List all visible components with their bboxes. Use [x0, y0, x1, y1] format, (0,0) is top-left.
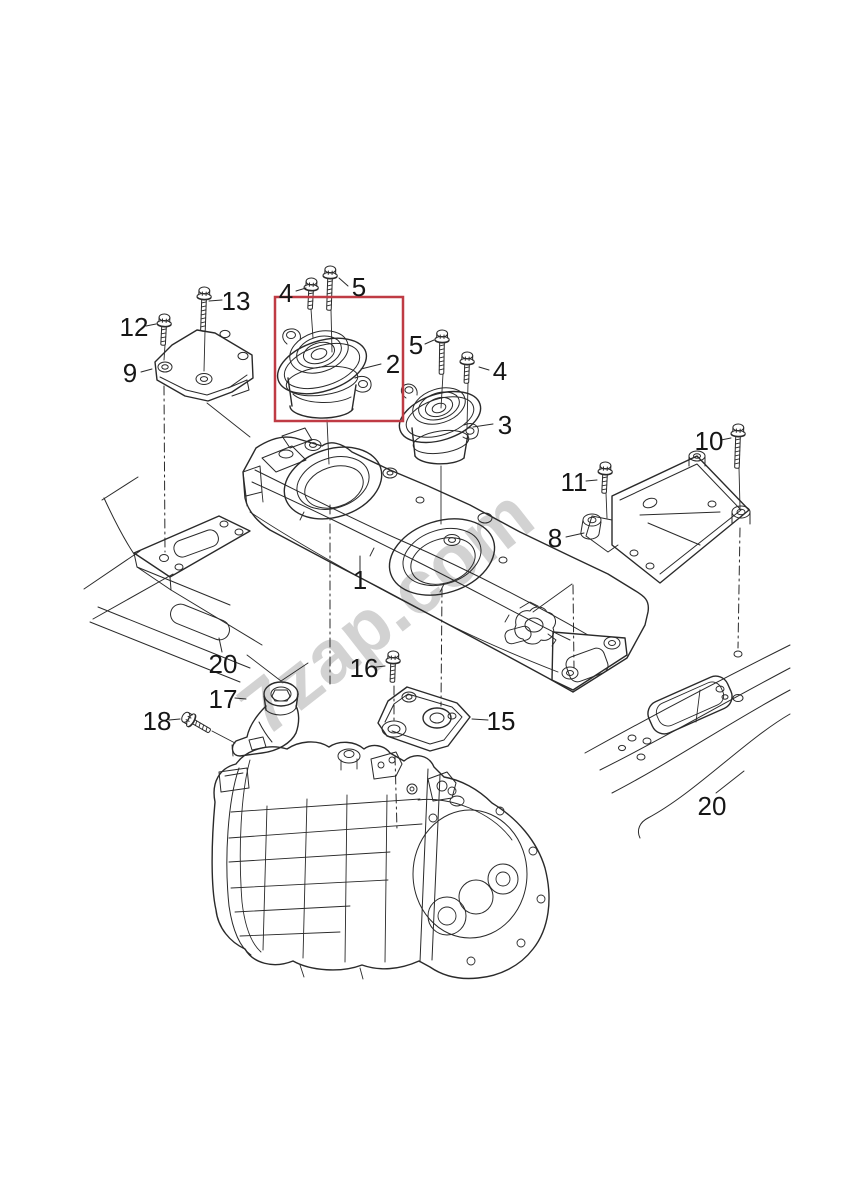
callout-18[interactable]: 18 — [143, 706, 181, 736]
callout-5a-label[interactable]: 5 — [352, 272, 366, 302]
callout-15[interactable]: 15 — [471, 706, 516, 736]
callout-11-label[interactable]: 11 — [561, 467, 588, 497]
engine-mount-2[interactable] — [271, 324, 374, 419]
callout-12-label[interactable]: 12 — [120, 312, 149, 342]
callout-1[interactable]: 1 — [353, 555, 367, 595]
callout-3[interactable]: 3 — [472, 410, 512, 440]
callout-15-label[interactable]: 15 — [487, 706, 516, 736]
callout-9-label[interactable]: 9 — [123, 358, 137, 388]
callout-18-label[interactable]: 18 — [143, 706, 172, 736]
callout-10-label[interactable]: 10 — [695, 426, 724, 456]
callout-2[interactable]: 2 — [360, 349, 400, 379]
bolt-4b[interactable] — [458, 351, 476, 385]
align-line-mount3-lower — [440, 587, 443, 707]
callout-12[interactable]: 12 — [120, 312, 157, 342]
callout-4a-label[interactable]: 4 — [279, 278, 293, 308]
rail-hole-marker — [733, 650, 743, 658]
callout-9[interactable]: 9 — [123, 358, 153, 388]
mount-17[interactable] — [231, 654, 309, 757]
callout-5a[interactable]: 5 — [338, 272, 366, 302]
callout-8-label[interactable]: 8 — [548, 523, 562, 553]
callout-17-label[interactable]: 17 — [209, 684, 238, 714]
bolt-5a[interactable] — [321, 265, 339, 312]
align-line-bolt10 — [737, 527, 741, 649]
highlight-box — [273, 295, 405, 423]
callout-16-label[interactable]: 16 — [350, 653, 379, 683]
gearbox[interactable] — [211, 741, 550, 980]
callout-20-left[interactable]: 20 — [209, 637, 238, 679]
bolt-10[interactable] — [729, 423, 747, 470]
callout-5b-label[interactable]: 5 — [409, 330, 423, 360]
bolt-4a[interactable] — [302, 277, 320, 311]
callout-5b[interactable]: 5 — [409, 330, 435, 360]
callout-20-right[interactable]: 20 — [698, 770, 745, 821]
callout-13[interactable]: 13 — [208, 286, 251, 316]
bolt-12[interactable] — [155, 313, 173, 347]
callout-20-left-label[interactable]: 20 — [209, 649, 238, 679]
callout-11[interactable]: 11 — [561, 467, 598, 497]
engine-mount-3[interactable] — [393, 381, 487, 465]
body-rail-left[interactable] — [83, 476, 263, 683]
callout-4a[interactable]: 4 — [279, 278, 307, 308]
bolt-13[interactable] — [195, 286, 213, 333]
align-line-mount2 — [326, 419, 330, 465]
bracket-9[interactable] — [154, 329, 254, 402]
callout-10[interactable]: 10 — [695, 426, 732, 456]
corner-mark-right — [532, 583, 573, 613]
callout-3-label[interactable]: 3 — [498, 410, 512, 440]
callout-4b-label[interactable]: 4 — [493, 356, 507, 386]
callout-4b[interactable]: 4 — [478, 356, 507, 386]
callout-13-label[interactable]: 13 — [222, 286, 251, 316]
align-line-plate15 — [394, 755, 398, 831]
crossmember-1[interactable] — [242, 427, 650, 693]
bolt-11[interactable] — [596, 461, 614, 495]
bolt-5b[interactable] — [433, 329, 450, 375]
body-rail-right[interactable] — [584, 644, 791, 839]
callout-17[interactable]: 17 — [209, 684, 247, 714]
callout-16[interactable]: 16 — [350, 653, 386, 683]
callout-8[interactable]: 8 — [548, 523, 585, 553]
callout-1-label[interactable]: 1 — [353, 565, 367, 595]
callout-2-label[interactable]: 2 — [386, 349, 400, 379]
align-line-bracket8 — [572, 584, 575, 669]
plate-15[interactable] — [377, 686, 471, 752]
bracket-8[interactable] — [580, 450, 751, 584]
callout-20-right-label[interactable]: 20 — [698, 791, 727, 821]
